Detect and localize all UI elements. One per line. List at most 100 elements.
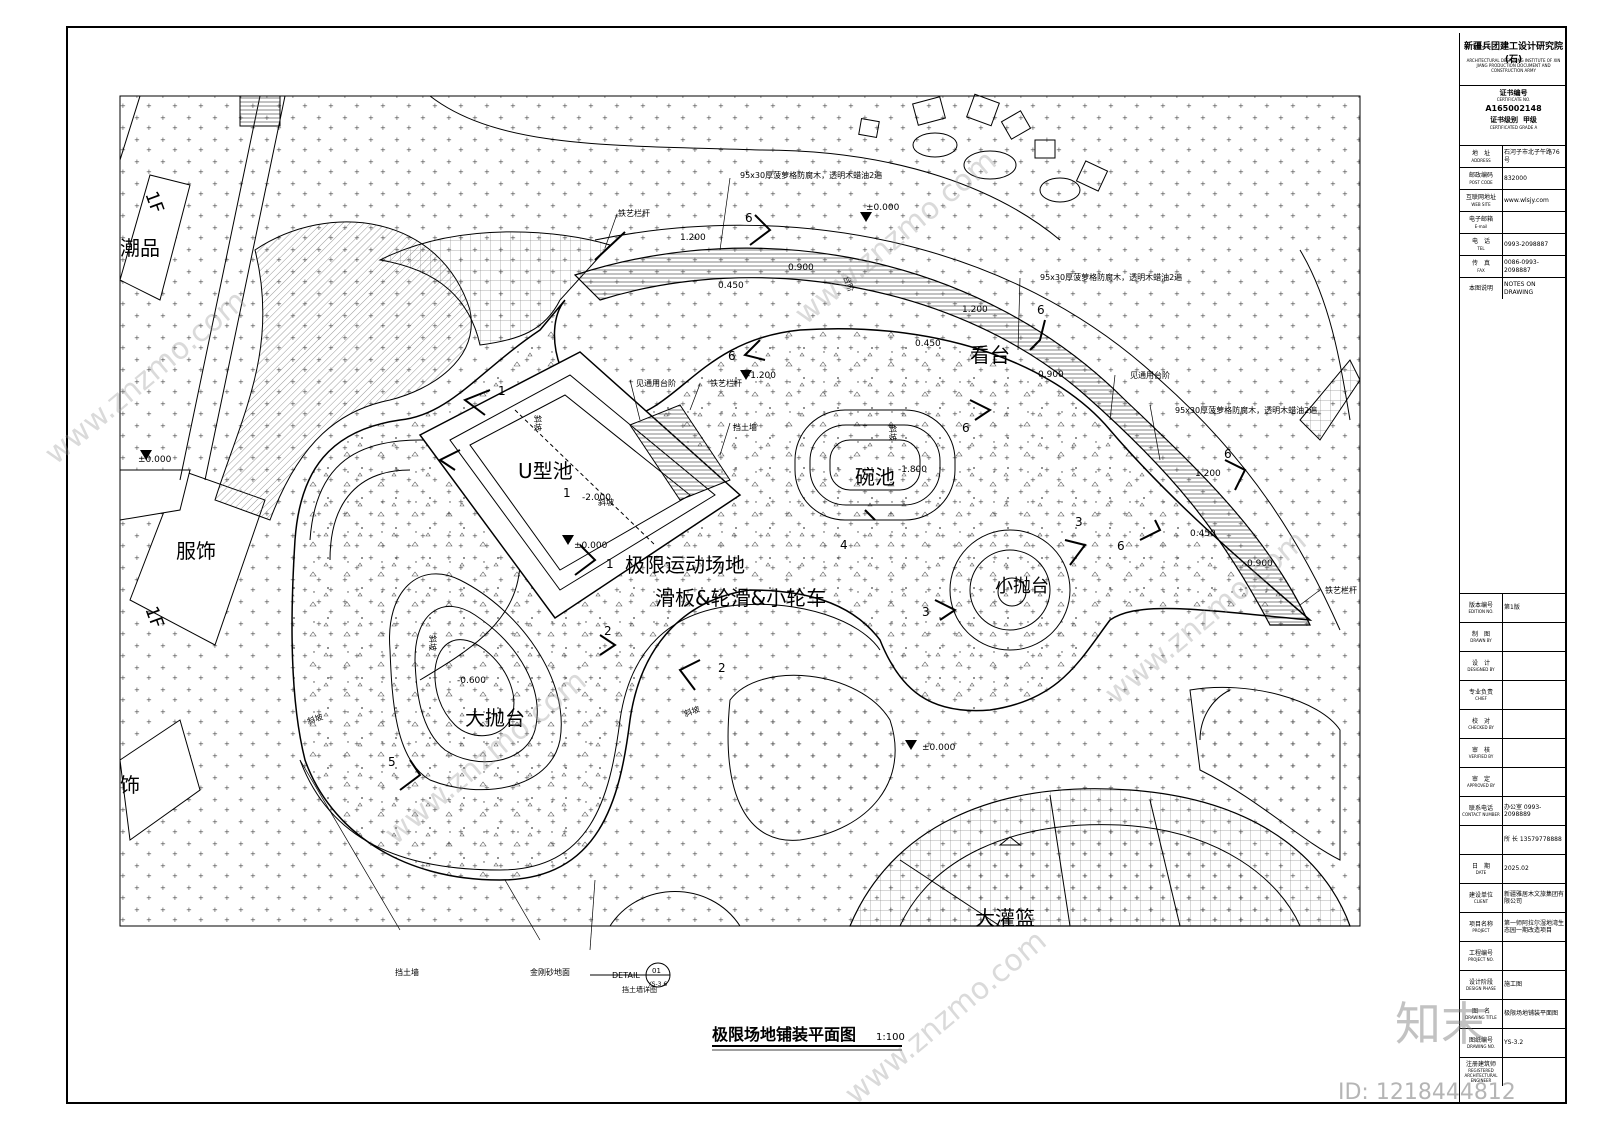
title-block-key-zh: 校 对: [1471, 717, 1490, 725]
title-block-value: 2025.02: [1504, 865, 1529, 873]
area-sub: 滑板&轮滑&小轮车: [655, 586, 826, 610]
section-6e: 6: [1224, 447, 1232, 461]
elev-14: -1.200: [747, 371, 776, 381]
title-block-value: [1504, 212, 1565, 233]
section-6f: 6: [1117, 539, 1125, 553]
section-5: 5: [388, 755, 396, 769]
elev-13: 0.900: [1247, 559, 1273, 569]
cert-grade: 证书级别 甲级: [1460, 115, 1567, 125]
title-block-value: [1504, 710, 1565, 738]
section-6c: 6: [1037, 303, 1045, 317]
title-block-key-en: DESIGNED BY: [1467, 667, 1495, 673]
section-4: 4: [840, 538, 848, 552]
note-wood-2: 95x30厚菠萝格防腐木，透明木蜡油2遍: [1040, 272, 1182, 282]
area-main: 极限运动场地: [625, 553, 745, 577]
title-block-value: [1504, 623, 1565, 651]
detail-callout: [590, 962, 671, 988]
title-block-key-zh: 版本编号: [1468, 601, 1493, 609]
detail-num: 01: [652, 967, 661, 975]
title-block-key-en: POST CODE: [1469, 179, 1493, 185]
title-block-key-zh: 注册建筑师: [1465, 1060, 1496, 1068]
title-block-key-en: FAX: [1477, 267, 1485, 273]
title-block-value: 新疆雅居木文旅集团有限公司: [1504, 890, 1565, 905]
watermark-id: ID: 1218444812: [1338, 1080, 1516, 1105]
title-block-key-zh: 传 真: [1471, 260, 1490, 268]
note-retain-2: 挡土墙: [395, 967, 419, 977]
elev-10: 0.900: [1038, 370, 1064, 380]
title-block-key-zh: 日 期: [1471, 862, 1490, 870]
title-block-key-en: ADDRESS: [1471, 157, 1491, 163]
title-block-key-en: DESIGN PHASE: [1466, 986, 1496, 992]
section-6a: 6: [745, 211, 753, 225]
title-block-value: [1504, 652, 1565, 680]
grade-value: 甲级: [1522, 116, 1537, 124]
note-wood-3: 95x30厚菠萝格防腐木，透明木蜡油2遍: [1175, 405, 1317, 415]
u-pool: [418, 351, 742, 620]
elev-9: 0.450: [915, 339, 941, 349]
institute-name: 新疆兵团建工设计研究院(石): [1463, 42, 1563, 65]
title-block-key-zh: 审 核: [1471, 746, 1490, 754]
title-block-key-en: DRAWING TITLE: [1465, 1015, 1497, 1021]
elev-7: 0.450: [718, 281, 744, 291]
title-block-key-zh: 工程编号: [1468, 949, 1493, 957]
title-block-value: YS-3.2: [1504, 1039, 1524, 1047]
title-block-value: 施工图: [1504, 981, 1523, 989]
title-block-value: NOTES ON DRAWING: [1504, 281, 1536, 296]
title-block-value: [1504, 768, 1565, 796]
title-block-key-zh: 设计阶段: [1468, 978, 1493, 986]
small-platform: [949, 529, 1071, 651]
section-3b: 3: [1075, 515, 1083, 529]
elev-1: ±0.000: [138, 455, 172, 465]
detail-label: DETAIL: [612, 971, 640, 980]
title-block-key-zh: 图 名: [1471, 1007, 1490, 1015]
title-block-key-zh: 电子邮箱: [1468, 216, 1493, 224]
area-bowl: 碗池: [855, 465, 895, 489]
section-1b: 1: [563, 486, 571, 500]
stands: [573, 247, 1311, 626]
note-sand: 金刚砂地面: [530, 967, 570, 977]
title-block-key-en: TEL: [1477, 245, 1485, 251]
title-block-key-en: APPROVED BY: [1466, 783, 1495, 789]
big-platform: [389, 573, 562, 791]
title-block-key-en: DRAWING NO.: [1467, 1044, 1495, 1050]
decorative-rocks: [858, 93, 1109, 203]
title-block-key-zh: 邮政编码: [1468, 172, 1493, 180]
title-block-key-en: REGISTERED ARCHITECTURAL ENGINEER: [1464, 1068, 1498, 1084]
section-2b: 2: [718, 661, 726, 675]
building-shi: [119, 719, 201, 841]
title-block-key-zh: 设 计: [1471, 659, 1490, 667]
title-block-key: [1460, 826, 1503, 854]
area-u-pool: U型池: [518, 459, 573, 483]
title-block-value: [1504, 942, 1565, 970]
elev-11: 1.200: [1195, 469, 1221, 479]
note-wood-1: 95x30厚菠萝格防腐木，透明木蜡油2遍: [740, 170, 882, 180]
elev-16: -0.600: [457, 676, 486, 686]
area-stands: 看台: [970, 343, 1010, 367]
note-rail-1: 铁艺栏杆: [618, 208, 650, 218]
title-block-key-zh: 电 话: [1471, 238, 1490, 246]
title-block-value: 832000: [1504, 174, 1527, 182]
elev-3: ±0.000: [922, 743, 956, 753]
title-block-key-zh: 项目名称: [1468, 920, 1493, 928]
section-1c: 1: [606, 557, 614, 571]
title-block-key-zh: 制 图: [1471, 630, 1490, 638]
